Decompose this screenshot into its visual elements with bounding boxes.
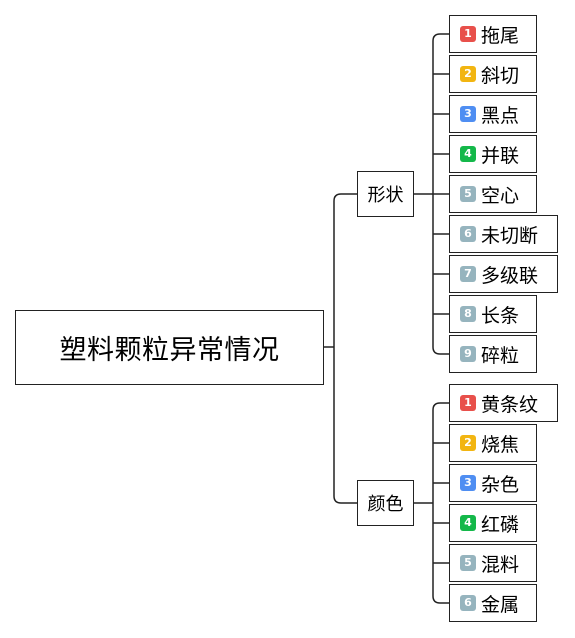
leaf-node[interactable]: 1 拖尾	[449, 15, 537, 53]
priority-badge-icon: 2	[460, 66, 476, 82]
priority-badge-icon: 1	[460, 26, 476, 42]
leaf-node[interactable]: 3 黑点	[449, 95, 537, 133]
leaf-label: 混料	[481, 553, 520, 576]
leaf-label: 黑点	[481, 104, 520, 127]
priority-badge-icon: 5	[460, 186, 476, 202]
connector-line	[432, 402, 449, 411]
connector-line	[333, 495, 357, 504]
priority-badge-icon: 6	[460, 226, 476, 242]
branch-label-shape: 形状	[367, 185, 404, 206]
leaf-node[interactable]: 4 并联	[449, 135, 537, 173]
branch-label-color: 颜色	[367, 494, 404, 515]
priority-badge-icon: 7	[460, 266, 476, 282]
leaf-node[interactable]: 2 烧焦	[449, 424, 537, 462]
priority-badge-icon: 1	[460, 395, 476, 411]
leaf-label: 空心	[481, 184, 520, 207]
connector-line	[432, 346, 449, 355]
connector-line	[432, 33, 449, 42]
leaf-label: 杂色	[481, 473, 520, 496]
leaf-node[interactable]: 1 黄条纹	[449, 384, 558, 422]
leaf-label: 黄条纹	[481, 393, 539, 416]
priority-badge-icon: 5	[460, 555, 476, 571]
leaf-node[interactable]: 2 斜切	[449, 55, 537, 93]
leaf-node[interactable]: 3 杂色	[449, 464, 537, 502]
connector-line	[333, 193, 357, 202]
priority-badge-icon: 6	[460, 595, 476, 611]
leaf-label: 并联	[481, 144, 520, 167]
priority-badge-icon: 9	[460, 346, 476, 362]
leaf-label: 拖尾	[481, 24, 520, 47]
leaf-node[interactable]: 7 多级联	[449, 255, 558, 293]
leaf-node[interactable]: 6 金属	[449, 584, 537, 622]
leaf-node[interactable]: 4 红磷	[449, 504, 537, 542]
leaf-node[interactable]: 9 碎粒	[449, 335, 537, 373]
leaf-label: 烧焦	[481, 433, 520, 456]
leaf-node[interactable]: 5 空心	[449, 175, 537, 213]
leaf-label: 金属	[481, 593, 520, 616]
leaf-label: 未切断	[481, 224, 539, 247]
leaf-node[interactable]: 8 长条	[449, 295, 537, 333]
root-node[interactable]: 塑料颗粒异常情况	[15, 310, 324, 385]
priority-badge-icon: 8	[460, 306, 476, 322]
branch-node-shape[interactable]: 形状	[357, 171, 414, 217]
leaf-label: 长条	[481, 304, 520, 327]
priority-badge-icon: 3	[460, 106, 476, 122]
priority-badge-icon: 4	[460, 146, 476, 162]
connector-line	[432, 595, 449, 604]
leaf-label: 斜切	[481, 64, 520, 87]
priority-badge-icon: 2	[460, 435, 476, 451]
branch-node-color[interactable]: 颜色	[357, 480, 414, 526]
leaf-node[interactable]: 5 混料	[449, 544, 537, 582]
priority-badge-icon: 3	[460, 475, 476, 491]
leaf-label: 碎粒	[481, 344, 520, 367]
leaf-label: 红磷	[481, 513, 520, 536]
leaf-node[interactable]: 6 未切断	[449, 215, 558, 253]
priority-badge-icon: 4	[460, 515, 476, 531]
leaf-label: 多级联	[481, 264, 539, 287]
root-label: 塑料颗粒异常情况	[59, 335, 280, 366]
